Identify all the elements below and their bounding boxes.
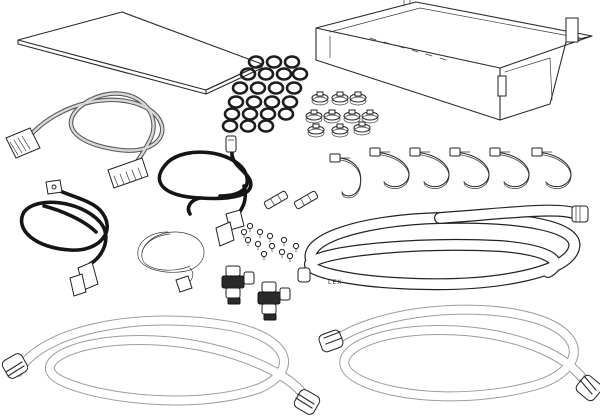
drawer-latch (497, 75, 507, 97)
screw (278, 248, 286, 259)
hose-clamp (323, 109, 341, 124)
hose-clamp (331, 123, 349, 138)
screw (260, 250, 268, 261)
drain-hose-left (1, 315, 321, 415)
screw (266, 232, 274, 243)
screw (286, 252, 294, 263)
hose-clamp-set (305, 91, 379, 138)
o-ring (267, 81, 285, 95)
cable-tie (409, 147, 450, 189)
screw (254, 240, 262, 251)
cable-connector-bottom (215, 209, 245, 247)
cable-tie (489, 147, 530, 189)
drawer-tray (315, 0, 593, 121)
o-ring (263, 95, 281, 109)
o-ring (223, 107, 241, 121)
cable-tie (531, 147, 572, 189)
rj-plug (175, 275, 193, 293)
o-ring (275, 67, 293, 81)
hose-end-fitting (571, 205, 589, 223)
hose-coupling (293, 389, 321, 415)
o-ring (245, 95, 263, 109)
o-ring (259, 107, 277, 121)
cable-connector-bottom (69, 261, 99, 297)
cable-tie (329, 153, 362, 199)
o-ring (283, 55, 301, 69)
hose-end-fitting (297, 267, 311, 283)
inline-fitting-1 (263, 190, 289, 210)
screw-set (240, 222, 300, 263)
terminal-block-connector (107, 157, 149, 189)
inline-fittings (263, 190, 319, 210)
flat-panel (17, 11, 263, 95)
o-ring (239, 119, 257, 133)
black-sensor-cable-2 (19, 179, 109, 297)
o-ring (221, 119, 239, 133)
o-ring (277, 107, 295, 121)
screw (268, 242, 276, 253)
o-ring (227, 95, 245, 109)
hose-coupling (575, 374, 600, 402)
hose-clamp (311, 91, 329, 106)
hose-clamp (353, 121, 371, 136)
valve-fitting-1 (221, 265, 255, 305)
screw (244, 236, 252, 247)
hose-clamp (307, 123, 325, 138)
cable-connector-top (45, 179, 63, 195)
hose-clamp (343, 109, 361, 124)
screw (246, 222, 254, 233)
screw (256, 228, 264, 239)
o-ring (249, 81, 267, 95)
screw (280, 236, 288, 247)
hose-clamp (349, 91, 367, 106)
drawer-slots (369, 37, 447, 61)
ribbon-connector (5, 127, 41, 159)
screw (240, 228, 248, 239)
hose-clamp (305, 109, 323, 124)
coiled-hose: LEX (297, 204, 589, 291)
grey-cable-harness (5, 91, 165, 189)
cable-tie-set (329, 147, 572, 199)
drain-hose-right (318, 304, 600, 402)
drawer-rail-end (565, 17, 579, 43)
o-ring (231, 81, 249, 95)
o-ring (285, 81, 303, 95)
o-ring (265, 55, 283, 69)
o-ring-set (221, 55, 309, 133)
grey-thin-cable (137, 231, 205, 293)
cable-tie (369, 147, 410, 189)
inline-fitting-2 (293, 190, 319, 210)
cable-tie (449, 147, 490, 189)
screw (292, 242, 300, 253)
cable-connector-top (225, 135, 237, 153)
o-ring (239, 67, 257, 81)
black-sensor-cable-1 (157, 135, 253, 247)
o-ring (241, 107, 259, 121)
o-ring (247, 55, 265, 69)
hose-coupling (318, 329, 344, 353)
hose-clamp (331, 91, 349, 106)
o-ring (281, 95, 299, 109)
valve-fitting-2 (257, 281, 291, 321)
hose-coupling (1, 353, 29, 379)
o-ring (257, 67, 275, 81)
o-ring (291, 67, 309, 81)
hose-print-label: LEX (328, 279, 342, 286)
hose-clamp (361, 109, 379, 124)
o-ring (257, 119, 275, 133)
